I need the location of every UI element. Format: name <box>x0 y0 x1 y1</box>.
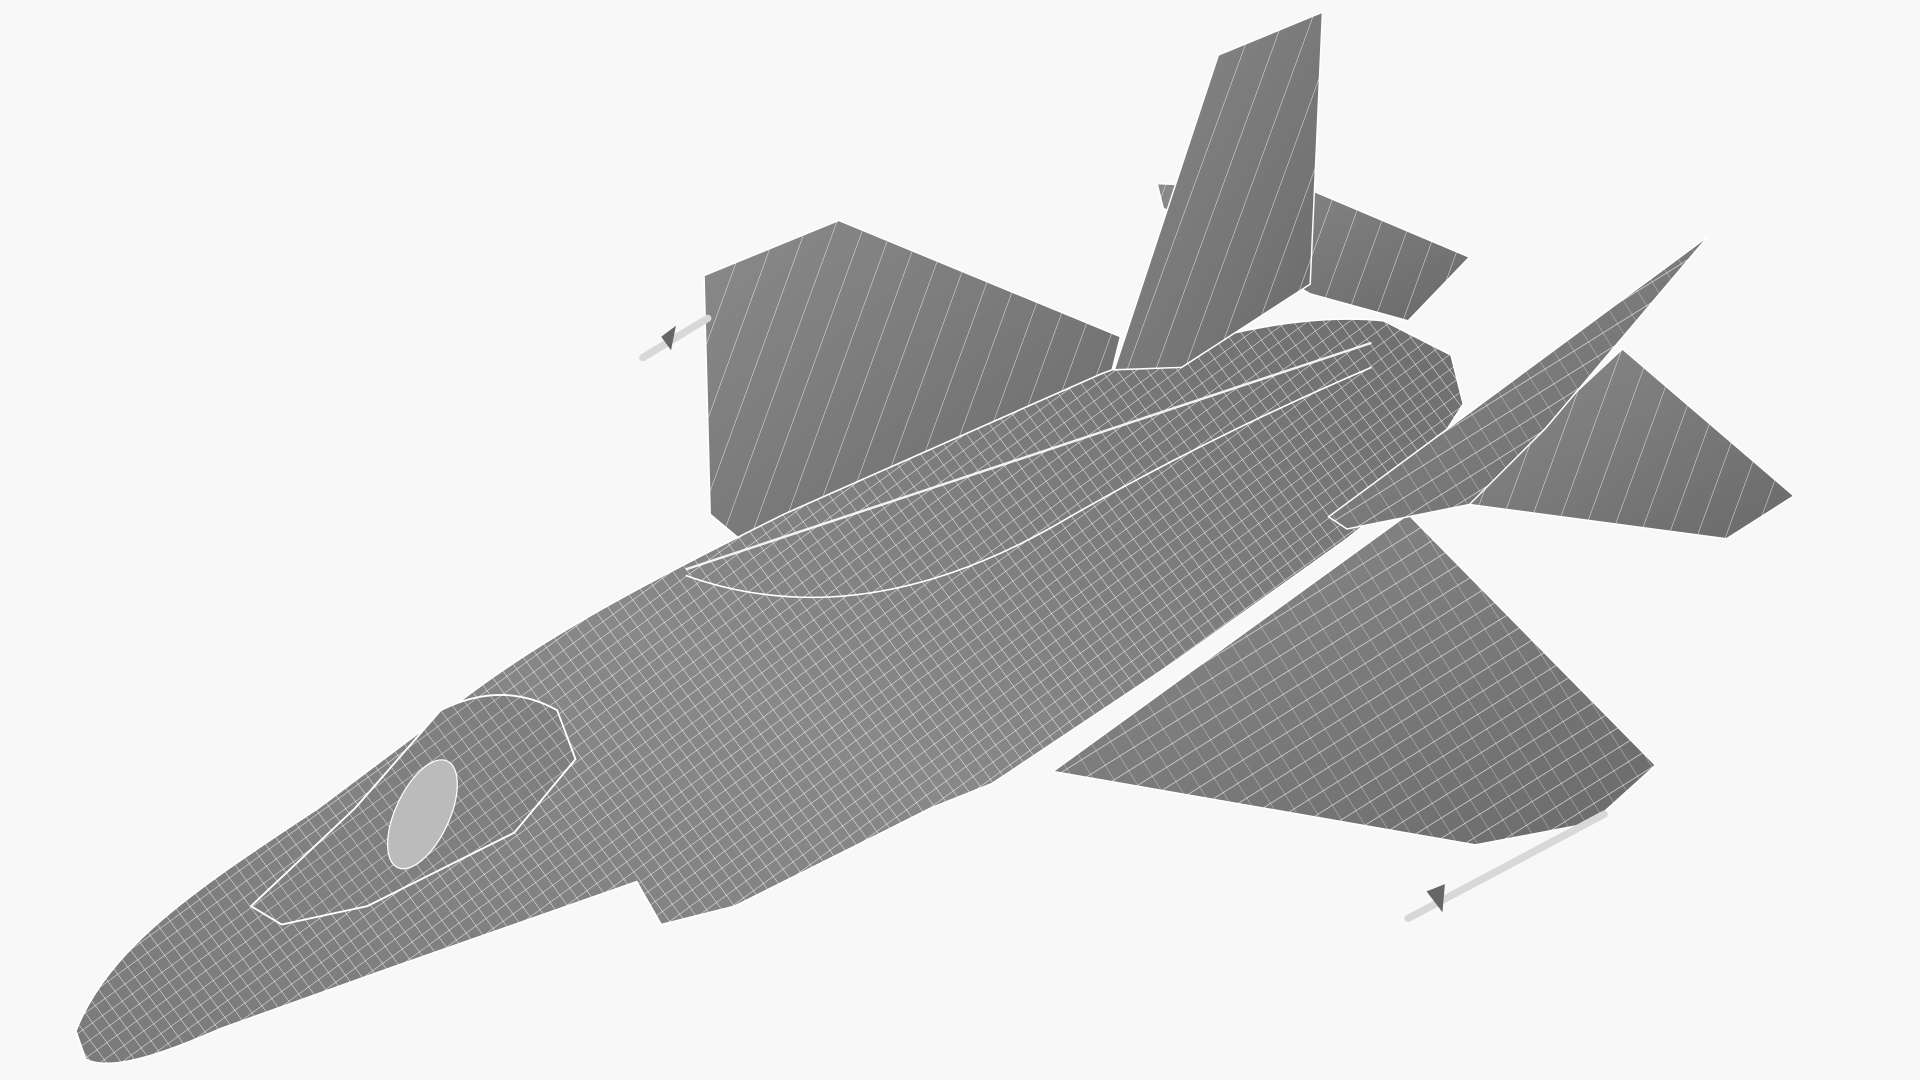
right-vertical-tail <box>1327 235 1709 530</box>
cockpit-canopy <box>249 693 577 926</box>
left-vertical-tail <box>1113 11 1324 371</box>
pilot-figure <box>387 759 458 870</box>
right-missile <box>1404 810 1608 923</box>
left-missile <box>639 314 712 362</box>
right-wing <box>1051 513 1657 846</box>
